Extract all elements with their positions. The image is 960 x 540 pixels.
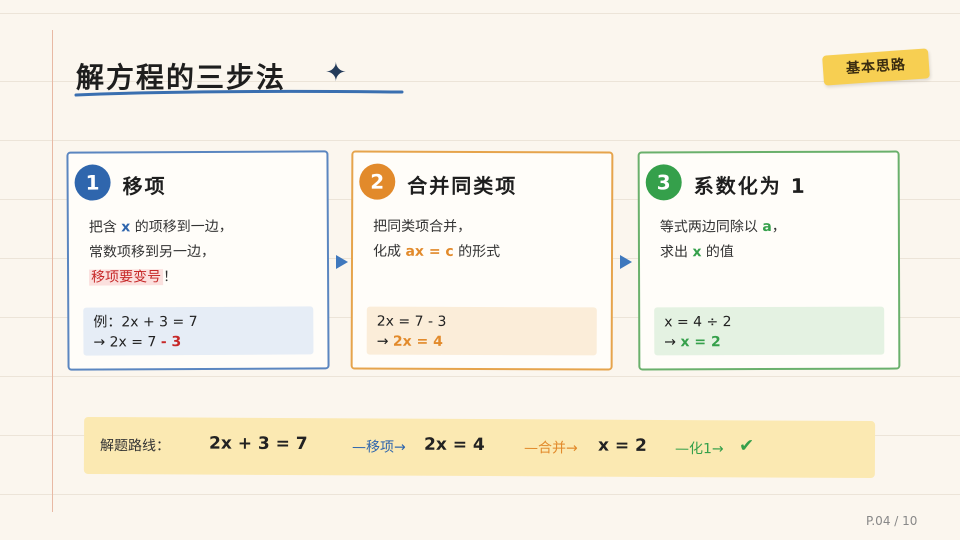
desc-line: 等式两边同除以 a， bbox=[659, 218, 786, 236]
example-box: 2x = 7 - 3 → 2x = 4 bbox=[366, 306, 597, 356]
step-description: 把同类项合并， 化成 ax = c 的形式 bbox=[373, 215, 500, 265]
example-line: → x = 2 bbox=[664, 334, 721, 351]
step-card-2: 2 合并同类项 把同类项合并， 化成 ax = c 的形式 2x = 7 - 3… bbox=[350, 150, 614, 371]
route-step: —移项→ bbox=[351, 439, 406, 456]
title-underline bbox=[74, 89, 404, 97]
step-description: 等式两边同除以 a， 求出 x 的值 bbox=[660, 215, 786, 265]
page-title: 解方程的三步法 bbox=[76, 61, 287, 94]
example-line: 2x = 7 - 3 bbox=[376, 313, 447, 330]
desc-line: 求出 x 的值 bbox=[659, 244, 734, 261]
step-card-3: 3 系数化为 1 等式两边同除以 a， 求出 x 的值 x = 4 ÷ 2 → … bbox=[637, 150, 901, 371]
example-box: 例：2x + 3 = 7 → 2x = 7 - 3 bbox=[83, 306, 314, 356]
desc-line: 把含 x 的项移到一边， bbox=[88, 218, 233, 236]
route-equation: x = 2 bbox=[597, 435, 647, 456]
check-icon: ✔ bbox=[738, 435, 755, 457]
warning-text: 移项要变号 bbox=[89, 269, 164, 286]
step-title: 系数化为 1 bbox=[693, 173, 807, 199]
step-number: 3 bbox=[645, 164, 682, 201]
example-box: x = 4 ÷ 2 → x = 2 bbox=[654, 306, 885, 356]
desc-line: 把同类项合并， bbox=[373, 218, 472, 235]
page-number: P.04 / 10 bbox=[866, 514, 918, 528]
star-icon: ✦ bbox=[325, 58, 347, 88]
step-description: 把含 x 的项移到一边， 常数项移到另一边， 移项要变号！ bbox=[89, 215, 233, 291]
desc-line: 常数项移到另一边， bbox=[88, 243, 215, 261]
step-card-1: 1 移项 把含 x 的项移到一边， 常数项移到另一边， 移项要变号！ 例：2x … bbox=[66, 150, 330, 371]
route-equation: 2x = 4 bbox=[423, 434, 485, 456]
route-equation: 2x + 3 = 7 bbox=[208, 433, 308, 455]
route-label: 解题路线： bbox=[99, 438, 171, 455]
example-line: → 2x = 4 bbox=[376, 333, 443, 350]
step-title: 合并同类项 bbox=[407, 173, 518, 199]
arrow-right-icon bbox=[620, 255, 632, 269]
desc-line: 移项要变号！ bbox=[89, 269, 178, 286]
example-line: → 2x = 7 - 3 bbox=[93, 334, 182, 351]
route-step: —合并→ bbox=[523, 440, 578, 457]
route-step: —化1→ bbox=[674, 441, 724, 458]
example-line: x = 4 ÷ 2 bbox=[664, 314, 732, 331]
margin-line bbox=[52, 30, 53, 512]
step-title: 移项 bbox=[122, 174, 167, 199]
arrow-right-icon bbox=[336, 255, 348, 269]
step-number: 1 bbox=[74, 164, 111, 201]
solution-route: 解题路线： 2x + 3 = 7 —移项→ 2x = 4 —合并→ x = 2 … bbox=[83, 416, 876, 479]
desc-line: 化成 ax = c 的形式 bbox=[373, 243, 501, 261]
step-number: 2 bbox=[359, 163, 396, 200]
example-line: 例：2x + 3 = 7 bbox=[93, 314, 198, 331]
